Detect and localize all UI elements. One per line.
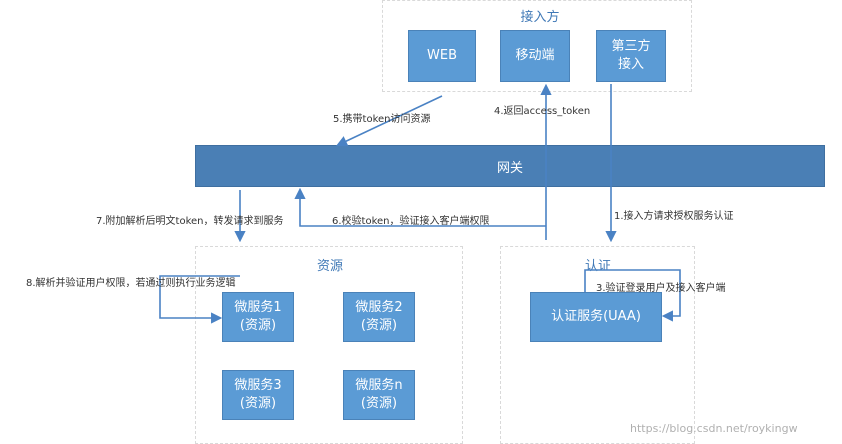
web-client-box: WEB (408, 30, 476, 82)
microservice-1-box: 微服务1 (资源) (222, 292, 294, 342)
microservice-2-box: 微服务2 (资源) (343, 292, 415, 342)
mobile-client-box: 移动端 (500, 30, 570, 82)
microservice-n-box: 微服务n (资源) (343, 370, 415, 420)
microservice-3-box: 微服务3 (资源) (222, 370, 294, 420)
step-5-label: 5.携带token访问资源 (333, 114, 431, 125)
access-region (382, 0, 692, 92)
arrow-step-5 (335, 95, 443, 147)
arrow-step-3 (584, 269, 681, 322)
step-6-label: 6.校验token，验证接入客户端权限 (332, 216, 490, 227)
step-8-label: 8.解析并验证用户权限，若通过则执行业务逻辑 (26, 278, 236, 289)
step-3-label: 3.验证登录用户及接入客户端 (596, 283, 726, 294)
step-1-label: 1.接入方请求授权服务认证 (614, 211, 734, 222)
watermark-text: https://blog.csdn.net/roykingw (630, 422, 798, 435)
step-7-label: 7.附加解析后明文token，转发请求到服务 (96, 216, 284, 227)
gateway-bar: 网关 (195, 145, 825, 187)
third-party-client-box: 第三方 接入 (596, 30, 666, 82)
step-4-label: 4.返回access_token (494, 106, 591, 117)
arrow-step-8 (159, 275, 240, 324)
arrow-step-6 (294, 187, 546, 227)
access-region-title: 接入方 (520, 10, 560, 25)
uaa-service-box: 认证服务(UAA) (530, 292, 662, 342)
resources-region-title: 资源 (316, 259, 343, 274)
